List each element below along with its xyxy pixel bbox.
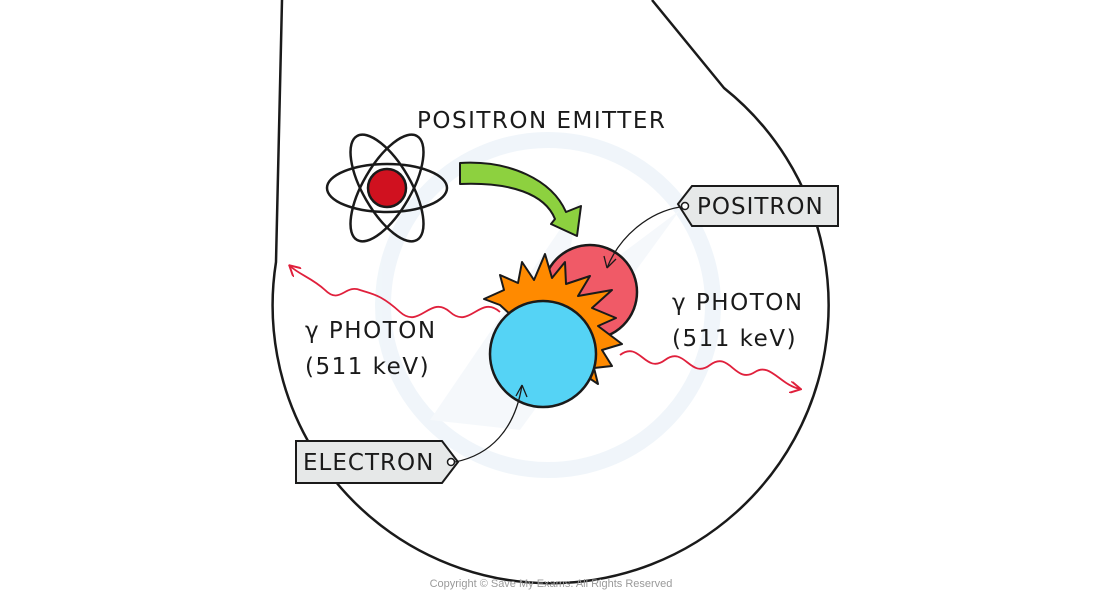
- photon-wave-right: [619, 350, 800, 389]
- energy-label-left: (511 keV): [305, 354, 430, 380]
- emitter-label: POSITRON EMITTER: [417, 108, 666, 134]
- positron-tag: POSITRON: [676, 185, 839, 227]
- photon-label-right: γ PHOTON: [672, 290, 804, 316]
- electron-pointer: [454, 384, 528, 463]
- electron-label: ELECTRON: [303, 450, 434, 476]
- photon-wave-left: [290, 266, 501, 319]
- nucleus: [366, 167, 408, 209]
- emission-arrow-icon: [459, 161, 582, 237]
- photon-label-left: γ PHOTON: [305, 318, 437, 344]
- energy-label-right: (511 keV): [672, 326, 797, 352]
- positron-pointer: [603, 206, 681, 269]
- electron-sphere: [488, 299, 598, 409]
- atom-icon: [325, 133, 449, 243]
- zoom-bubble-outline: [271, 0, 830, 585]
- copyright-notice: Copyright © Save My Exams. All Rights Re…: [430, 578, 673, 590]
- electron-tag: ELECTRON: [295, 440, 460, 484]
- positron-label: POSITRON: [697, 194, 824, 220]
